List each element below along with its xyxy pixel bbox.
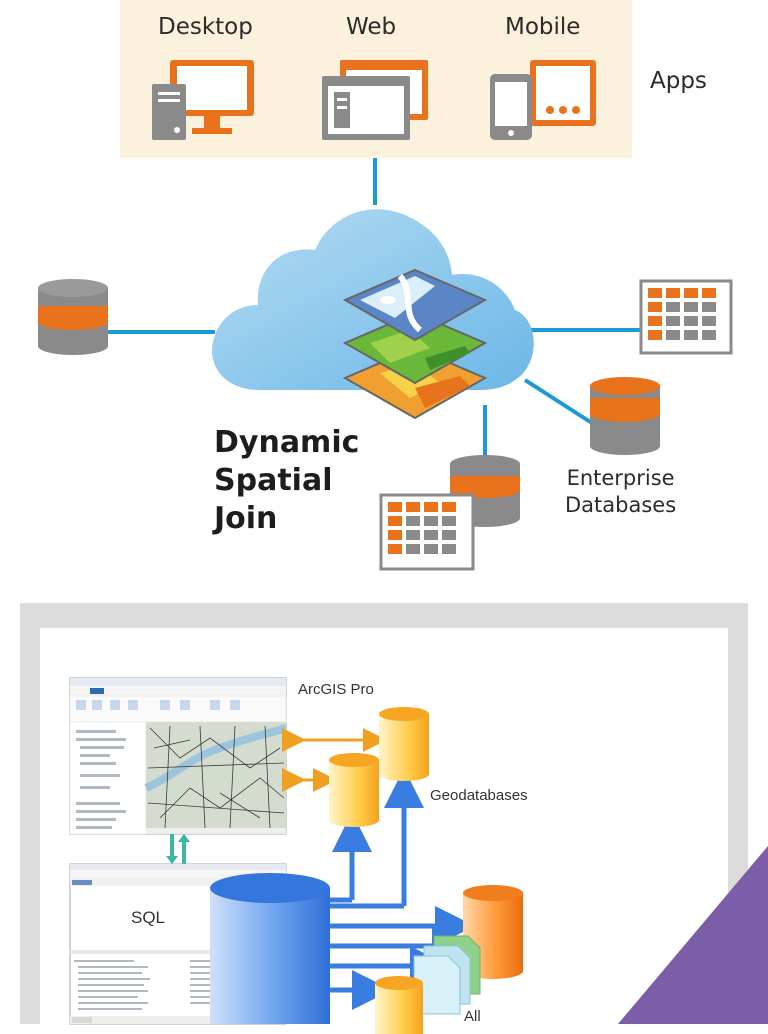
enterprise-line-2: Databases xyxy=(565,493,677,517)
small-database-cylinder xyxy=(375,976,423,1034)
mobile-device-icon xyxy=(490,60,596,140)
web-label: Web xyxy=(346,14,397,40)
web-browser-icon xyxy=(322,60,428,140)
label-line-1: Dynamic xyxy=(214,425,360,460)
data-table-icon-bottom xyxy=(379,493,475,571)
documents-stack-icon xyxy=(413,935,481,1015)
arcgis-pro-label: ArcGIS Pro xyxy=(298,681,374,698)
dynamic-spatial-join-label: Dynamic Spatial Join xyxy=(214,424,359,538)
sql-label: SQL xyxy=(131,908,166,927)
label-line-3: Join xyxy=(214,501,278,536)
mobile-label: Mobile xyxy=(505,14,581,40)
map-layers-icon xyxy=(342,268,488,420)
arcgis-pro-window xyxy=(69,677,288,835)
teal-sync-arrows xyxy=(166,834,190,864)
all-label: All xyxy=(464,1008,481,1025)
connector-lines xyxy=(105,158,640,460)
apps-label: Apps xyxy=(650,68,707,94)
label-line-2: Spatial xyxy=(214,463,333,498)
geodatabases-label: Geodatabases xyxy=(430,787,528,804)
database-icon-left xyxy=(38,279,108,355)
central-database-cylinder xyxy=(210,873,330,1024)
geodatabase-cylinder-1 xyxy=(379,707,429,781)
database-icon-right xyxy=(590,377,660,455)
geodatabase-cylinder-2 xyxy=(329,753,379,827)
desktop-label: Desktop xyxy=(158,14,253,40)
enterprise-databases-label: Enterprise Databases xyxy=(565,465,676,519)
desktop-computer-icon xyxy=(152,60,254,140)
purple-corner-triangle xyxy=(618,846,768,1024)
enterprise-line-1: Enterprise xyxy=(566,466,675,490)
data-table-icon-right xyxy=(639,279,733,355)
database-icon-bottom xyxy=(450,455,520,527)
